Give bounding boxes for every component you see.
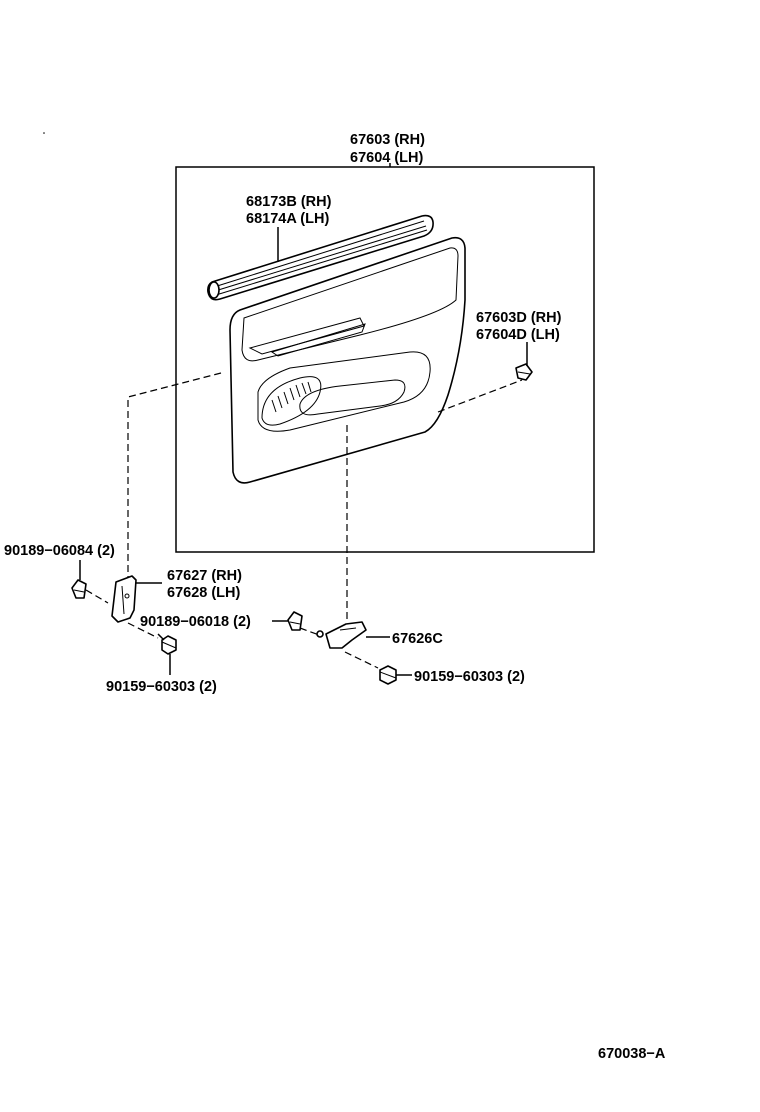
diagram-id: 670038−A (598, 1046, 666, 1062)
label-screw-left: 90159−60303 (2) (106, 679, 217, 695)
speck (43, 132, 45, 134)
right-dash-line (437, 379, 523, 413)
label-screw-right: 90159−60303 (2) (414, 669, 525, 685)
bracket-icon (111, 575, 137, 623)
left-clip-dash (85, 589, 109, 604)
label-bracket-rh: 67627 (RH) (167, 568, 242, 584)
label-clip-mid: 90189−06018 (2) (140, 614, 251, 630)
label-bracket-lh: 67628 (LH) (167, 585, 241, 601)
label-weatherstrip-lh: 68174A (LH) (246, 211, 329, 227)
label-bracket-center: 67626C (392, 631, 443, 647)
label-board-rh: 67603 (RH) (350, 132, 425, 148)
label-board-sub-lh: 67604D (LH) (476, 327, 560, 343)
left-dash-line (127, 372, 222, 578)
weatherstrip-icon (207, 214, 434, 301)
left-screw-dash (127, 622, 159, 639)
mid-clip-dash (299, 627, 323, 637)
door-trim-panel-icon (229, 236, 466, 484)
label-weatherstrip-rh: 68173B (RH) (246, 194, 332, 210)
assembly-frame (175, 166, 595, 553)
label-board-sub-rh: 67603D (RH) (476, 310, 562, 326)
screw-icon (157, 633, 177, 655)
label-board-lh: 67604 (LH) (350, 150, 424, 166)
screw-icon (379, 665, 397, 685)
label-clip-left: 90189−06084 (2) (4, 543, 115, 559)
clip-icon (71, 579, 87, 599)
clip-icon (515, 363, 533, 381)
clip-icon (287, 611, 303, 631)
right-screw-dash (344, 651, 379, 669)
bracket-icon (316, 621, 367, 649)
